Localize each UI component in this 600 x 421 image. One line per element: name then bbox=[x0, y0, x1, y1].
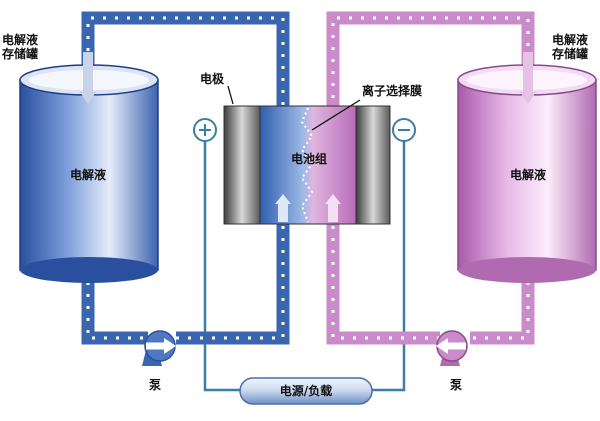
power-load-label: 电源/负载 bbox=[279, 384, 333, 398]
left-tank-body-label: 电解液 bbox=[69, 168, 107, 182]
cell-stack bbox=[223, 85, 391, 225]
pump-left-label: 泵 bbox=[148, 378, 162, 392]
left-tank-title: 电解液 存储罐 bbox=[2, 33, 39, 61]
pump-right-label: 泵 bbox=[449, 378, 463, 392]
power-load-cylinder bbox=[239, 377, 373, 405]
left-tank bbox=[19, 52, 159, 283]
electrode-label: 电极 bbox=[200, 72, 225, 86]
membrane-line bbox=[300, 107, 314, 223]
right-tank-title: 电解液 存储罐 bbox=[552, 33, 589, 61]
right-pipe-loop bbox=[326, 11, 535, 345]
terminals bbox=[193, 118, 416, 142]
right-tank bbox=[457, 52, 597, 283]
pump-left-icon bbox=[142, 330, 176, 366]
stack-label: 电池组 bbox=[290, 152, 328, 166]
left-pipe-loop bbox=[81, 11, 290, 345]
pump-right-icon bbox=[436, 330, 468, 366]
membrane-label: 离子选择膜 bbox=[362, 84, 423, 98]
right-tank-body-label: 电解液 bbox=[509, 168, 547, 182]
